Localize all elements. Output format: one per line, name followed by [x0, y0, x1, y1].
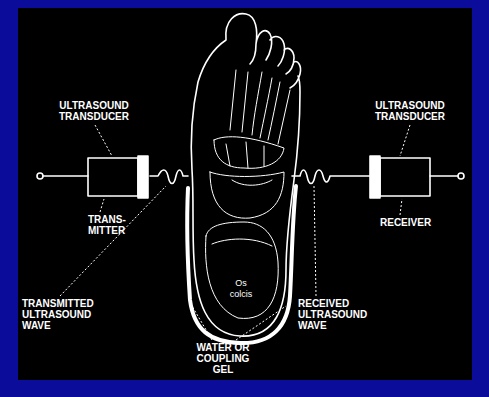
transmitted-wave — [150, 170, 188, 184]
received-wave — [292, 170, 370, 184]
picture-panel — [18, 8, 472, 380]
transmitter-transducer — [88, 158, 138, 196]
receiver-transducer — [380, 158, 430, 196]
terminal — [458, 173, 464, 179]
part-label: RECEIVER — [380, 217, 450, 228]
foot-outline — [191, 14, 300, 336]
part-label: ULTRASOUND TRANSDUCER — [368, 100, 452, 122]
leader-lines — [60, 125, 410, 340]
coupling-gel — [187, 186, 296, 343]
bone-label: Os colcis — [224, 278, 258, 300]
transducer-face — [138, 156, 148, 198]
wave-label: TRANSMITTED ULTRASOUND WAVE — [22, 298, 102, 331]
wire — [43, 175, 88, 177]
part-label: ULTRASOUND TRANSDUCER — [52, 100, 136, 122]
transducer-face — [370, 156, 380, 198]
wire — [430, 175, 458, 177]
gel-label: WATER OR COUPLING GEL — [186, 342, 260, 375]
terminal — [37, 173, 43, 179]
foot-bones — [206, 70, 290, 318]
part-label: TRANS- MITTER — [88, 214, 134, 236]
wave-label: RECEIVED ULTRASOUND WAVE — [298, 298, 378, 331]
